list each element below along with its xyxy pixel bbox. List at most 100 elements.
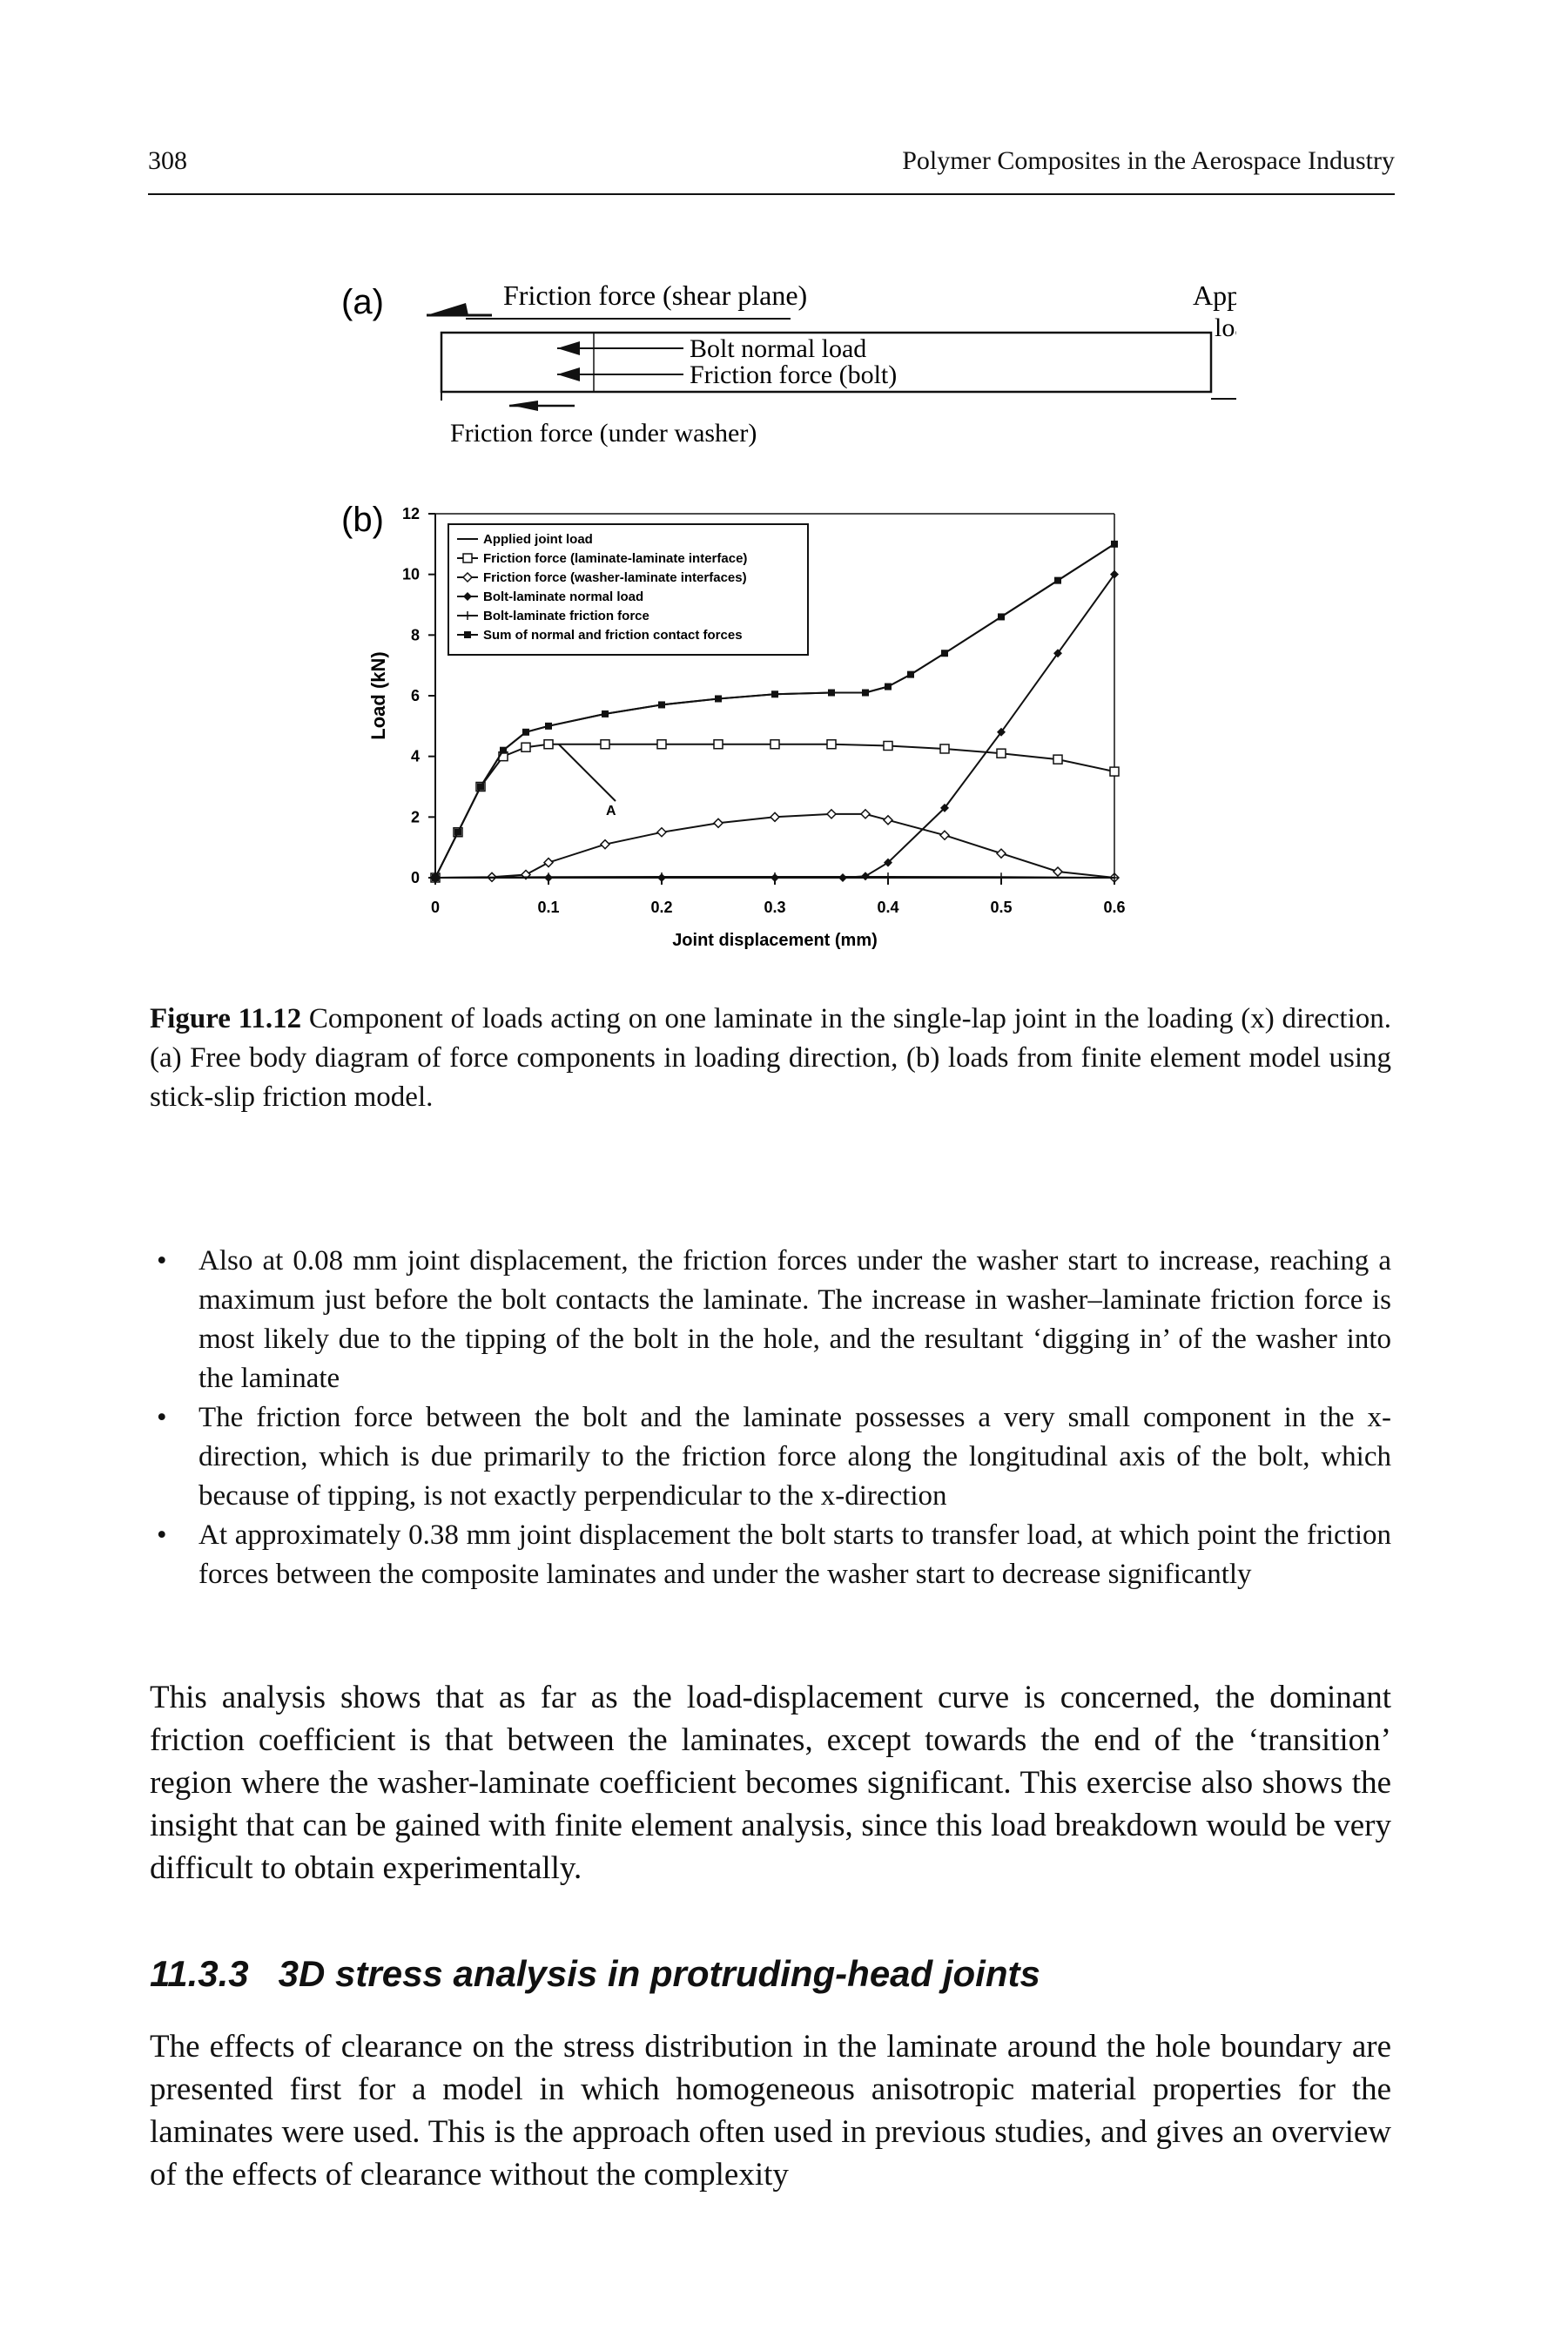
page-number: 308 (148, 146, 187, 175)
data-point (998, 613, 1005, 621)
panel-a-free-body-diagram: (a) Friction force (shear plane) Bolt no… (341, 280, 1236, 448)
x-tick-label: 0.1 (537, 899, 559, 916)
data-point (996, 748, 1006, 758)
data-point (462, 553, 473, 563)
y-tick-label: 8 (411, 626, 420, 643)
legend-label: Sum of normal and friction contact force… (483, 628, 743, 643)
series-2 (430, 738, 1120, 883)
data-point (997, 872, 1006, 882)
data-point (521, 742, 531, 752)
data-point (1053, 649, 1062, 658)
data-point (713, 738, 723, 750)
page-header: 308 Polymer Composites in the Aerospace … (148, 146, 1395, 192)
bullet-text: At approximately 0.38 mm joint displacem… (199, 1519, 1391, 1590)
x-tick-label: 0.2 (650, 899, 672, 916)
data-point (826, 738, 837, 750)
data-point (545, 722, 552, 730)
y-tick-label: 6 (411, 687, 420, 704)
data-point (1110, 873, 1119, 882)
data-point (1052, 866, 1064, 878)
chart-series (429, 540, 1120, 884)
header-rule (148, 193, 1395, 195)
laminate-rect (440, 331, 1213, 394)
data-point (862, 689, 869, 697)
data-point (825, 808, 838, 819)
data-point (883, 740, 893, 751)
panel-a-label: (a) (341, 283, 384, 321)
data-point (463, 592, 472, 601)
legend-label: Bolt-laminate normal load (483, 589, 643, 604)
data-point (1054, 576, 1061, 584)
data-point (461, 571, 474, 583)
y-tick-label: 4 (411, 748, 420, 765)
data-point (522, 728, 529, 736)
data-point (454, 828, 461, 836)
x-tick-label: 0.4 (877, 899, 898, 916)
data-point (1110, 569, 1119, 579)
data-point (600, 738, 610, 750)
applied-load-line2: load (1215, 313, 1236, 342)
data-point (602, 710, 609, 717)
x-tick-label: 0.5 (990, 899, 1012, 916)
legend-label: Bolt-laminate friction force (483, 609, 649, 623)
data-point (770, 738, 780, 750)
friction-washer-label: Friction force (under washer) (450, 419, 757, 448)
panel-b-label: (b) (341, 501, 384, 539)
bullet-item: •Also at 0.08 mm joint displacement, the… (157, 1245, 1391, 1394)
data-point (712, 818, 724, 829)
x-tick-label: 0 (431, 899, 440, 916)
figure-caption: Figure 11.12 Component of loads acting o… (150, 1000, 1391, 1117)
data-point (715, 695, 722, 703)
data-point (884, 872, 892, 881)
legend-label: Applied joint load (483, 532, 593, 547)
data-point (500, 746, 507, 754)
legend-item: Applied joint load (457, 532, 593, 547)
legend-item: Bolt-laminate normal load (457, 589, 643, 604)
data-point (907, 670, 914, 678)
data-point (771, 690, 778, 698)
data-point (940, 803, 949, 812)
bullet-list: •Also at 0.08 mm joint displacement, the… (150, 1242, 1391, 1594)
data-point (656, 826, 668, 838)
legend-item: Friction force (washer-laminate interfac… (457, 570, 747, 585)
data-point (1109, 766, 1120, 777)
shear-arrow (427, 303, 468, 315)
annotation-a-label: A (606, 804, 616, 818)
annotation-a: A (558, 744, 616, 818)
data-point (885, 683, 892, 690)
data-point (542, 857, 555, 868)
data-point (997, 727, 1006, 737)
data-point (995, 848, 1007, 859)
data-point (1053, 754, 1063, 765)
series-3 (429, 808, 1120, 884)
section-heading: 11.3.3 3D stress analysis in protruding-h… (150, 1953, 1040, 1995)
data-point (828, 689, 835, 697)
data-point (656, 738, 667, 750)
data-point (941, 650, 948, 657)
series-5 (431, 872, 1119, 882)
section-title: 3D stress analysis in protruding-head jo… (278, 1953, 1040, 1994)
y-tick-label: 10 (402, 566, 420, 583)
caption-label: Figure 11.12 (150, 1003, 302, 1034)
data-point (543, 738, 554, 750)
y-axis-label: Load (kN) (367, 651, 389, 739)
bullet-text: Also at 0.08 mm joint displacement, the … (199, 1245, 1391, 1394)
friction-bolt-label: Friction force (bolt) (690, 360, 897, 389)
data-point (771, 872, 779, 881)
data-point (1111, 540, 1118, 548)
data-point (599, 839, 611, 850)
x-tick-label: 0.3 (764, 899, 785, 916)
y-tick-label: 12 (402, 505, 420, 522)
bolt-normal-label: Bolt normal load (690, 334, 866, 363)
caption-text: Component of loads acting on one laminat… (150, 1003, 1392, 1113)
legend-item: Bolt-laminate friction force (457, 609, 649, 623)
x-tick-label: 0.6 (1103, 899, 1125, 916)
section-number: 11.3.3 (150, 1953, 249, 1994)
x-axis-label: Joint displacement (mm) (672, 931, 878, 950)
analysis-paragraph: This analysis shows that as far as the l… (150, 1680, 1391, 1886)
legend-item: Sum of normal and friction contact force… (457, 628, 743, 643)
data-point (657, 872, 666, 881)
data-point (544, 872, 553, 882)
